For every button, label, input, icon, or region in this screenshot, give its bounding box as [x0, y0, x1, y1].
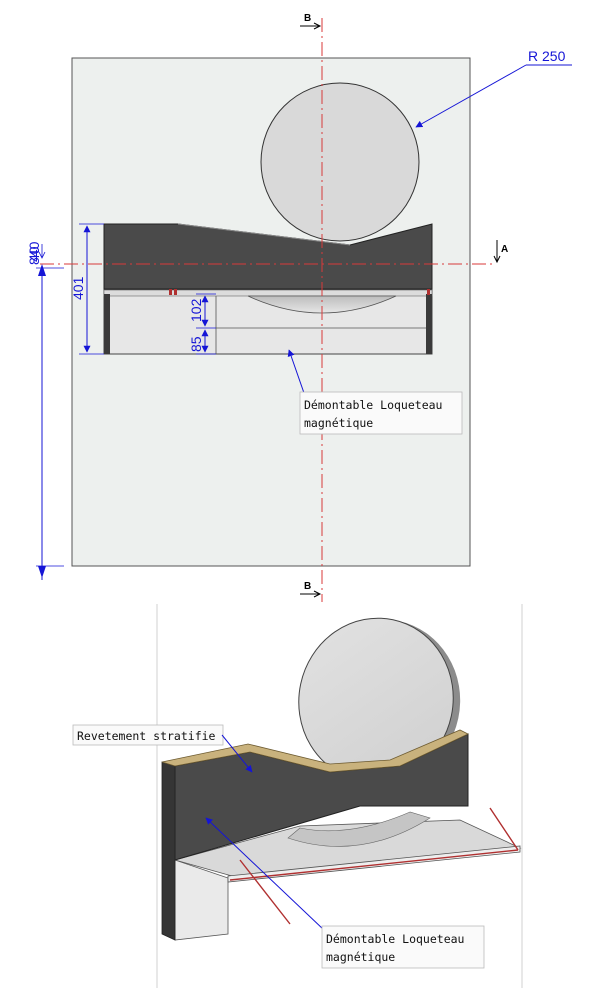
drawer-rail — [103, 289, 433, 297]
iso-red-strip — [229, 849, 519, 881]
section-marker-b-bottom: B — [300, 581, 322, 598]
dimension-102: 102 — [188, 298, 204, 322]
front-callout-line2: magnétique — [304, 416, 373, 430]
section-label-a: A — [501, 244, 508, 255]
iso-disc — [298, 617, 461, 785]
panel-edge-line — [177, 223, 351, 246]
iso-top-callout-label: Revetement stratifie — [77, 729, 216, 743]
section-marker-a: A — [493, 240, 508, 264]
iso-shelf — [173, 819, 522, 877]
dim-401: 401 — [70, 223, 104, 355]
iso-laminate — [161, 729, 469, 773]
section-marker-b-top: B — [300, 13, 322, 30]
right-post — [426, 294, 432, 354]
iso-bottom-callout-line1: Démontable Loqueteau — [326, 932, 464, 946]
iso-bottom-callout: Démontable Loqueteau magnétique — [205, 817, 485, 969]
latch-mark-left-a — [169, 289, 172, 295]
left-post — [104, 294, 110, 354]
dim-40: 40 — [26, 244, 46, 262]
front-callout-line1: Démontable Loqueteau — [304, 398, 442, 412]
dim-102: 102 — [188, 293, 216, 329]
iso-top-callout: Revetement stratifie — [72, 724, 253, 773]
latch-mark-right — [427, 289, 430, 295]
dimension-85: 85 — [188, 336, 204, 352]
bowl-shape — [247, 295, 397, 314]
isometric-view: Revetement stratifie Démontable Loquetea… — [72, 604, 523, 988]
dimension-840: 840 — [26, 241, 42, 265]
disc-shape — [260, 82, 420, 242]
iso-bowl — [287, 811, 431, 847]
dimension-401: 401 — [70, 276, 86, 300]
iso-red-strip-diag-a — [239, 859, 291, 925]
latch-mark-left-b — [174, 289, 177, 295]
iso-red-strip-diag-b — [489, 807, 519, 851]
dim-840: 840 — [26, 241, 64, 580]
dimension-40: 40 — [26, 246, 42, 262]
section-label-b-bottom: B — [304, 581, 311, 592]
iso-panel-edge — [161, 761, 176, 941]
dim-85: 85 — [188, 329, 216, 355]
section-label-b-top: B — [304, 13, 311, 24]
radius-dimension: R 250 — [528, 48, 566, 64]
radius-callout: R 250 — [415, 48, 572, 128]
front-view: B B A R 250 840 — [26, 13, 572, 602]
iso-bottom-callout-line2: magnétique — [326, 950, 395, 964]
front-callout: Démontable Loqueteau magnétique — [287, 349, 463, 435]
